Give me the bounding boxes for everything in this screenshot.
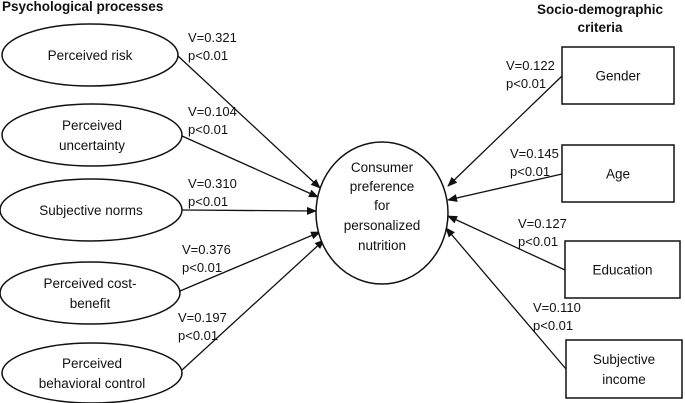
psych-2-p-label: p<0.01 <box>188 122 228 137</box>
socio-1-arrow <box>447 75 563 187</box>
psych-1-node: Perceived risk <box>1 23 179 87</box>
psych-5-label-1: Perceived <box>62 356 122 371</box>
psych-3-v-label: V=0.310 <box>188 176 237 191</box>
psych-4-node: Perceived cost-benefit <box>0 261 181 325</box>
psych-5-v-label: V=0.197 <box>178 310 227 325</box>
psych-2-v-label: V=0.104 <box>188 104 237 119</box>
socio-3-label-1: Education <box>592 263 652 278</box>
socio-3-box <box>564 240 681 299</box>
nodes-layer: Perceived riskV=0.321p<0.01Perceivedunce… <box>0 23 683 403</box>
socio-1-v-label: V=0.122 <box>506 58 555 73</box>
psych-3-ellipse <box>0 178 183 242</box>
psych-3-node: Subjective norms <box>0 178 183 242</box>
socio-4-v-label: V=0.110 <box>533 300 581 315</box>
psych-3-arrow <box>181 206 317 215</box>
center-node: Consumer preference for personalized nut… <box>315 141 449 285</box>
center-line-4: personalized <box>344 218 421 233</box>
psych-4-ellipse <box>0 261 181 325</box>
socio-4-box <box>565 339 683 399</box>
psych-1-arrow <box>177 55 321 189</box>
socio-3-p-label: p<0.01 <box>518 234 558 249</box>
socio-1-label-1: Gender <box>595 69 641 84</box>
psych-1-p-label: p<0.01 <box>188 48 228 63</box>
socio-4-node: Subjective income <box>565 339 683 399</box>
socio-1-box <box>561 46 675 105</box>
psych-4-p-label: p<0.01 <box>182 260 222 275</box>
socio-3-node: Education <box>564 240 681 299</box>
right-header-line-2: criteria <box>577 20 623 35</box>
psych-4-label-1: Perceived cost- <box>43 276 136 291</box>
socio-4-label-2: income <box>602 372 646 387</box>
psych-2-ellipse <box>1 103 183 167</box>
psych-5-label-2: behavioral control <box>39 376 146 391</box>
socio-4-p-label: p<0.01 <box>533 318 573 333</box>
psych-2-node: Perceived uncertainty <box>1 103 183 167</box>
psych-1-label-1: Perceived risk <box>48 48 133 63</box>
socio-2-p-label: p<0.01 <box>510 164 550 179</box>
psych-5-node: Perceived behavioral control <box>1 342 183 403</box>
socio-1-p-label: p<0.01 <box>506 76 546 91</box>
center-line-1: Consumer <box>351 160 414 175</box>
left-header: Psychological processes <box>2 0 163 14</box>
socio-2-box <box>561 144 675 203</box>
socio-2-v-label: V=0.145 <box>510 146 559 161</box>
psych-3-p-label: p<0.01 <box>188 194 228 209</box>
center-line-5: nutrition <box>358 238 406 253</box>
socio-2-label-1: Age <box>606 167 630 182</box>
edges-layer <box>177 55 567 371</box>
socio-2-node: Age <box>561 144 675 203</box>
center-line-3: for <box>374 198 390 213</box>
socio-2-arrow <box>447 173 563 202</box>
socio-3-arrow <box>447 215 566 271</box>
psych-2-label-1: Perceived <box>62 118 122 133</box>
socio-4-arrow <box>445 227 567 370</box>
psych-1-v-label: V=0.321 <box>188 30 237 45</box>
psych-5-p-label: p<0.01 <box>178 328 218 343</box>
socio-3-v-label: V=0.127 <box>518 216 567 231</box>
psych-2-arrow <box>181 135 319 198</box>
psych-4-label-2: benefit <box>70 296 111 311</box>
psych-3-label-1: Subjective norms <box>39 203 143 218</box>
psych-1-ellipse <box>1 23 179 87</box>
psych-4-v-label: V=0.376 <box>182 242 231 257</box>
psych-2-label-2: uncertainty <box>59 138 125 153</box>
center-ellipse <box>315 141 449 285</box>
socio-1-node: Gender <box>561 46 675 105</box>
center-line-2: preference <box>350 179 415 194</box>
psych-4-arrow <box>179 231 321 292</box>
psych-5-ellipse <box>1 342 183 403</box>
right-header-line-1: Socio-demographic <box>537 2 664 17</box>
socio-4-label-1: Subjective <box>593 352 655 367</box>
psych-5-arrow <box>181 239 325 371</box>
